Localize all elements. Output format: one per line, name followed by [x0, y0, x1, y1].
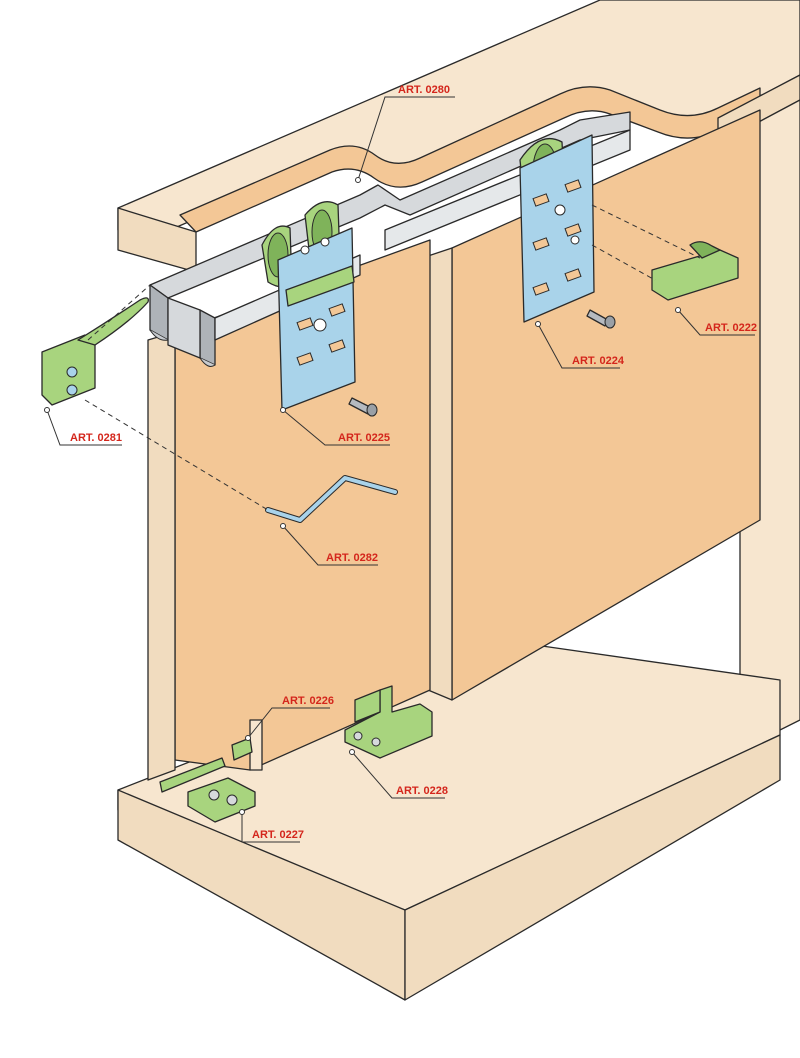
plate-0224 — [519, 134, 616, 329]
label-art-0281: ART. 0281 — [70, 432, 122, 444]
label-art-0227: ART. 0227 — [252, 829, 304, 841]
end-stop-0222 — [651, 241, 739, 301]
cabinet-top-board — [117, 0, 800, 273]
label-art-0282: ART. 0282 — [326, 552, 378, 564]
label-art-0222: ART. 0222 — [705, 322, 757, 334]
leader-lines — [44, 96, 755, 843]
label-art-0226: ART. 0226 — [282, 695, 334, 707]
label-art-0224: ART. 0224 — [572, 355, 625, 367]
assembly-lines — [84, 204, 701, 511]
part-labels: ART. 0280 ART. 0225 ART. 0224 ART. 0222 … — [70, 84, 757, 841]
label-art-0280: ART. 0280 — [398, 84, 450, 96]
double-guide-0228 — [344, 685, 433, 759]
allen-key-0282 — [265, 475, 398, 523]
label-art-0228: ART. 0228 — [396, 785, 448, 797]
front-door — [147, 239, 431, 781]
plate-0225 — [261, 201, 378, 417]
label-art-0225: ART. 0225 — [338, 432, 390, 444]
guide-bracket-0227 — [159, 757, 256, 823]
floor-guide-0226 — [231, 737, 253, 761]
end-stop-0281 — [41, 297, 149, 406]
